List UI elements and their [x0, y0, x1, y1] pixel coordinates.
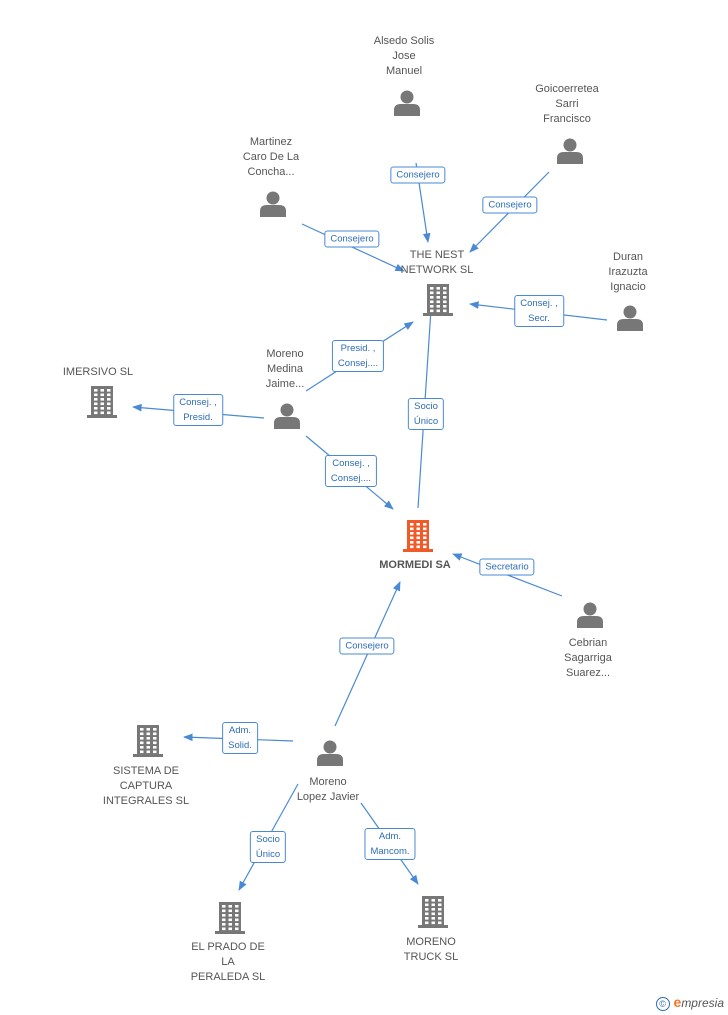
edge-martinez-to-thenest [301, 223, 405, 272]
person-icon-morenomedina[interactable] [274, 403, 300, 430]
edge-label-morenolopez-morenotruck[interactable]: Adm. Mancom. [364, 828, 416, 860]
person-icon-cebrian[interactable] [577, 602, 603, 629]
person-icon-morenolopez[interactable] [317, 740, 343, 767]
edge-label-morenomedina-imersivo[interactable]: Consej. , Presid. [173, 394, 223, 426]
node-label-thenest[interactable]: THE NEST NETWORK SL [400, 249, 474, 276]
person-icon-duran[interactable] [617, 305, 643, 332]
person-icon-martinez[interactable] [260, 191, 286, 218]
node-label-alsedo[interactable]: Alsedo Solis Jose Manuel [373, 35, 435, 77]
company-icon-imersivo[interactable] [87, 386, 117, 418]
node-label-elprado[interactable]: EL PRADO DE LA PERALEDA SL [190, 941, 266, 983]
company-icon-morenotruck[interactable] [418, 896, 448, 928]
node-label-morenotruck[interactable]: MORENO TRUCK SL [403, 936, 459, 963]
company-icon-thenest[interactable] [423, 284, 453, 316]
edge-label-martinez-thenest[interactable]: Consejero [324, 230, 380, 248]
edge-label-morenomedina-thenest[interactable]: Presid. , Consej.... [331, 340, 385, 372]
edge-label-morenolopez-elprado[interactable]: Socio Único [249, 831, 287, 863]
company-icon-mormedi[interactable] [403, 520, 433, 552]
edge-label-morenolopez-mormedi[interactable]: Consejero [339, 637, 395, 655]
node-label-duran[interactable]: Duran Irazuzta Ignacio [608, 251, 648, 293]
node-label-cebrian[interactable]: Cebrian Sagarriga Suarez... [564, 637, 612, 679]
edge-label-morenolopez-sistema[interactable]: Adm. Solid. [222, 722, 258, 754]
copyright-icon: © [655, 997, 670, 1011]
company-icon-sistema[interactable] [133, 725, 163, 757]
node-label-goicoerretea[interactable]: Goicoerretea Sarri Francisco [535, 83, 599, 125]
edge-label-goicoerretea-thenest[interactable]: Consejero [482, 196, 538, 214]
edge-label-morenomedina-mormedi[interactable]: Consej. , Consej.... [324, 455, 378, 487]
node-label-mormedi[interactable]: MORMEDI SA [379, 559, 451, 571]
node-label-martinez[interactable]: Martinez Caro De La Concha... [242, 136, 300, 178]
node-label-sistema[interactable]: SISTEMA DE CAPTURA INTEGRALES SL [102, 765, 190, 807]
edge-label-mormedi-thenest[interactable]: Socio Único [407, 398, 445, 430]
edge-label-duran-thenest[interactable]: Consej. , Secr. [514, 295, 564, 327]
person-icon-alsedo[interactable] [394, 90, 420, 117]
person-icon-goicoerretea[interactable] [557, 138, 583, 165]
node-label-morenolopez[interactable]: Moreno Lopez Javier [296, 776, 360, 803]
brand-logo-initial: e [673, 994, 682, 1010]
company-icon-elprado[interactable] [215, 902, 245, 934]
edge-label-cebrian-mormedi[interactable]: Secretario [479, 558, 535, 576]
node-label-imersivo[interactable]: IMERSIVO SL [62, 366, 134, 378]
node-label-morenomedina[interactable]: Moreno Medina Jaime... [265, 348, 305, 390]
brand-logo-text: mpresia [681, 996, 724, 1010]
edge-label-alsedo-thenest[interactable]: Consejero [390, 166, 446, 184]
copyright-notice: ©empresia [655, 994, 724, 1011]
